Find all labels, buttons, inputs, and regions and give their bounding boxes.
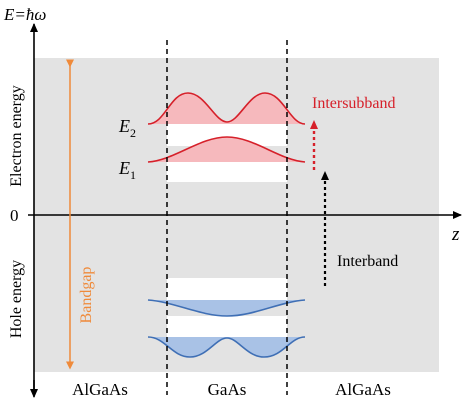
e2-wavefunction-fill bbox=[148, 93, 305, 124]
well-level-e1-gap bbox=[167, 162, 287, 182]
h1-wavefunction-line bbox=[147, 299, 306, 317]
e1-label-base: E bbox=[118, 158, 130, 178]
electron-energy-label: Electron energy bbox=[8, 85, 25, 186]
region-right-label: AlGaAs bbox=[335, 380, 391, 399]
e1-label-sub: 1 bbox=[130, 168, 136, 182]
region-left-label: AlGaAs bbox=[72, 380, 128, 399]
region-middle-label: GaAs bbox=[208, 380, 247, 399]
e1-wavefunction-fill bbox=[148, 137, 305, 162]
h1-wavefunction-fill bbox=[148, 300, 305, 316]
h2-wavefunction-line bbox=[147, 336, 306, 358]
e2-wavefunction-line bbox=[147, 92, 306, 125]
bandgap-label: Bandgap bbox=[78, 267, 95, 324]
e2-label: E2 bbox=[118, 116, 136, 140]
z-axis-label: z bbox=[451, 224, 460, 245]
interband-label: Interband bbox=[337, 253, 398, 270]
e1-wavefunction-line bbox=[147, 136, 306, 163]
energy-axis-label: E=ħω bbox=[3, 5, 46, 24]
h2-wavefunction-fill bbox=[148, 337, 305, 357]
origin-label: 0 bbox=[10, 206, 19, 225]
e1-label: E1 bbox=[118, 158, 136, 182]
e2-label-base: E bbox=[118, 116, 130, 136]
well-hole-level-1-gap bbox=[167, 278, 287, 300]
well-level-e2-gap bbox=[167, 124, 287, 146]
intersubband-label: Intersubband bbox=[312, 95, 396, 112]
well-hole-level-2-gap bbox=[167, 316, 287, 337]
e2-label-sub: 2 bbox=[130, 126, 136, 140]
hole-energy-label: Hole energy bbox=[8, 260, 25, 338]
